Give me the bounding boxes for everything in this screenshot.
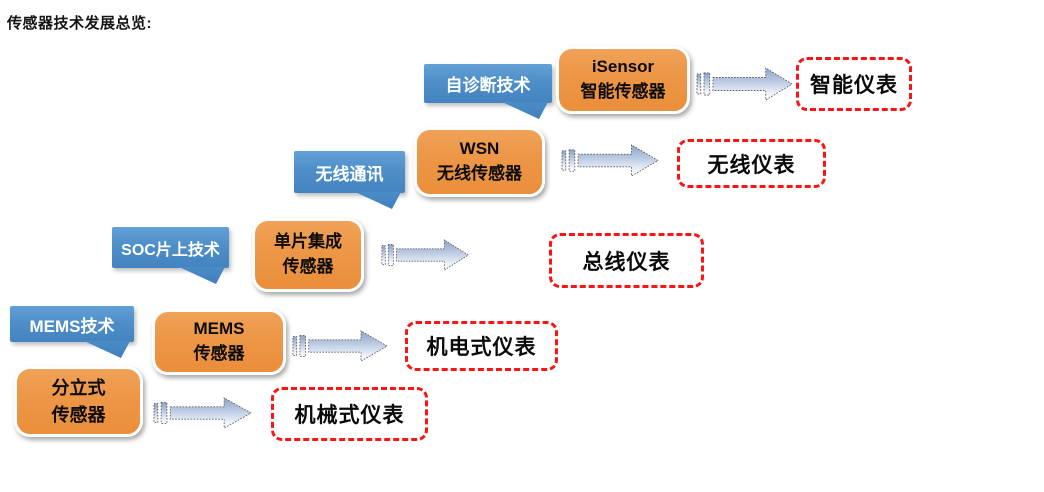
sensor-box-discrete: 分立式 传感器 [14,366,143,437]
sensor-box-line2: 智能传感器 [580,82,666,101]
sensor-box-line1: 分立式 [51,378,106,399]
striped-right-arrow-icon [561,144,659,177]
callout-tail-icon [502,102,548,119]
sensor-box-line2: 传感器 [282,257,334,276]
striped-right-arrow-icon [153,397,252,429]
sensor-box-line2: 传感器 [193,344,245,363]
sensor-box-mems: MEMS 传感器 [152,309,286,375]
target-box-label: 总线仪表 [582,250,671,274]
tech-callout-label: 无线通讯 [315,164,384,184]
target-box-electromechanical-instrument: 机电式仪表 [405,321,558,371]
target-box-bus-instrument: 总线仪表 [549,233,704,288]
tech-callout-wireless-comm: 无线通讯 [294,151,405,209]
tech-callout-label: 自诊断技术 [445,76,531,95]
sensor-box-line1: iSensor [591,57,655,77]
tech-callout-self-diagnosis: 自诊断技术 [424,64,552,119]
target-box-smart-instrument: 智能仪表 [796,57,912,111]
sensor-box-line2: 无线传感器 [437,164,522,183]
sensor-box-isensor: iSensor 智能传感器 [556,46,690,114]
target-box-label: 无线仪表 [707,153,796,177]
striped-right-arrow-icon [696,67,793,101]
sensor-box-line2: 传感器 [51,404,106,425]
sensor-box-wsn: WSN 无线传感器 [414,127,545,197]
tech-callout-soc: SOC片上技术 [112,227,229,284]
target-box-wireless-instrument: 无线仪表 [677,139,826,188]
tech-callout-label: MEMS技术 [29,316,115,336]
sensor-box-monolithic: 单片集成 传感器 [252,218,364,292]
sensor-box-line1: MEMS [193,319,245,339]
striped-right-arrow-icon [292,330,388,362]
sensor-box-line1: WSN [459,139,500,159]
page-title: 传感器技术发展总览: [7,15,152,32]
callout-tail-icon [84,341,130,358]
tech-callout-label: SOC片上技术 [121,241,220,259]
target-box-label: 智能仪表 [810,74,898,97]
striped-right-arrow-icon [381,239,470,271]
callout-tail-icon [355,192,401,209]
sensor-box-line1: 单片集成 [274,232,342,252]
target-box-label: 机电式仪表 [426,336,537,359]
target-box-label: 机械式仪表 [294,404,405,427]
target-box-mechanical-instrument: 机械式仪表 [271,387,428,441]
tech-callout-mems: MEMS技术 [10,306,134,358]
callout-tail-icon [179,267,225,284]
